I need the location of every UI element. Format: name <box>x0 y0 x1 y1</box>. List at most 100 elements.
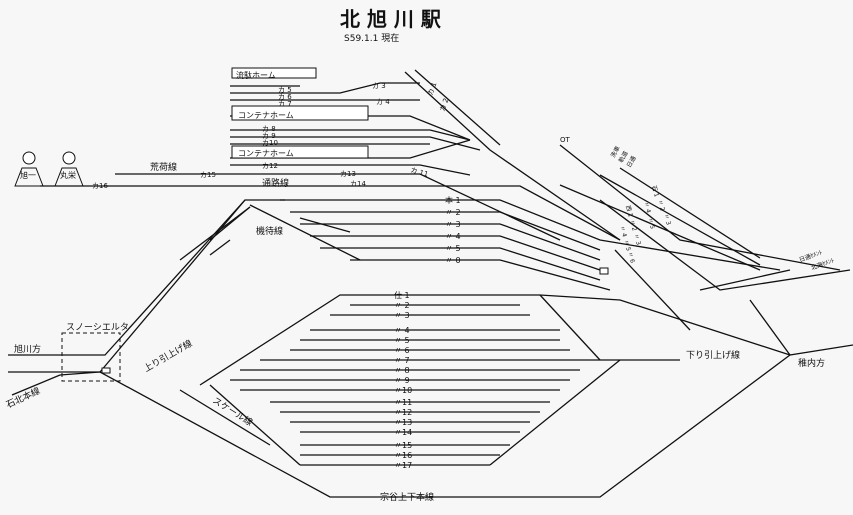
right-yard-track-5 <box>699 269 791 291</box>
kimachi-line-label: 機待線 <box>256 225 283 237</box>
ka4-label: カ 4 <box>376 98 390 106</box>
asahikawa-one-symbol <box>22 151 36 165</box>
shiwake2-label: 〃 2 <box>394 301 410 310</box>
maruyoshi-symbol <box>62 151 76 165</box>
ka12-track <box>230 164 471 176</box>
ka8-track <box>230 136 481 151</box>
container-home-1-label: コンテナホーム <box>238 111 294 120</box>
hon2-label: 〃 2 <box>445 208 461 217</box>
snow-shelter-label: スノーシエルタ <box>66 322 129 333</box>
container-platform-1 <box>231 105 369 121</box>
shiwake10-label: 〃10 <box>394 386 412 395</box>
hon0-label: 〃 0 <box>445 256 461 265</box>
ishi5-label: 〃 5 <box>646 217 656 230</box>
ka12-label: カ12 <box>262 162 278 170</box>
shiwake1-label: 仕 1 <box>394 290 410 300</box>
nobori-hikiage-label: 上り引上げ線 <box>142 337 195 374</box>
ka2-track <box>414 69 501 146</box>
wakkanai-link-track <box>749 299 791 356</box>
nishi6-label: 〃 6 <box>626 251 636 264</box>
nishi2-label: 〃 2 <box>628 219 638 232</box>
sekihoku-link-track <box>59 371 101 376</box>
shiwake-lower-throat <box>209 384 301 466</box>
nishi5-label: 〃 5 <box>622 239 632 252</box>
soya-main-track <box>8 344 853 498</box>
ka9-label: カ 9 <box>262 132 276 140</box>
shiwake17-label: 〃17 <box>394 461 412 470</box>
soya-main-label: 宗谷上下本線 <box>380 491 434 503</box>
ka15-track <box>115 173 561 241</box>
container-platform-2 <box>231 145 369 159</box>
right-yard-track-3 <box>619 167 761 259</box>
ryuhan-platform <box>231 67 317 79</box>
ishi3-label: 〃 3 <box>662 213 672 226</box>
hon4-label: 〃 4 <box>445 232 461 241</box>
shiwake5-label: 〃 5 <box>394 336 410 345</box>
right-yard-track-1 <box>559 184 761 271</box>
ka2-label: カ 2 <box>438 97 450 113</box>
shiwake-upper-right-throat <box>539 294 601 361</box>
hon2-track <box>290 211 601 251</box>
nishi3-label: 〃 3 <box>632 233 642 246</box>
hon3-label: 〃 3 <box>445 220 461 229</box>
yard-hut <box>599 267 609 275</box>
hon1-label: 本 1 <box>445 195 461 205</box>
ka16-label: カ16 <box>92 182 108 190</box>
shiwake4-label: 〃 4 <box>394 326 410 335</box>
ka8-label: カ 8 <box>262 125 276 133</box>
left-wye-track <box>209 206 251 241</box>
ka16-track <box>40 185 621 241</box>
kimachi-stub-track <box>209 239 231 256</box>
maruyoshi-label: 丸栄 <box>60 170 76 180</box>
container-home-2-label: コンテナホーム <box>238 149 294 158</box>
left-diagonal-track <box>99 199 246 373</box>
right-yard-track-4 <box>599 199 851 291</box>
ot-track <box>559 144 841 271</box>
shiwake16-label: 〃16 <box>394 451 412 460</box>
hon3-track <box>300 223 601 261</box>
ishi4-label: 〃 4 <box>642 201 652 214</box>
shiwake-right-throat <box>489 359 621 466</box>
ka15-label: カ15 <box>200 171 216 179</box>
ka5-track <box>230 82 420 94</box>
shiwake6-label: 〃 6 <box>394 346 410 355</box>
main-throat-track <box>249 204 361 261</box>
shiwake9-label: 〃 9 <box>394 376 410 385</box>
wakkanai-direction-label: 稚内方 <box>798 357 825 369</box>
ryuhan-home-label: 流駄ホーム <box>236 70 276 80</box>
ka10-label: カ10 <box>262 139 278 147</box>
outer-upper-left-track <box>8 199 285 356</box>
track-lines <box>8 69 853 498</box>
hon1-track <box>280 199 781 271</box>
arani-line-label: 荒荷線 <box>150 161 177 173</box>
shiwake3-label: 〃 3 <box>394 311 410 320</box>
platforms <box>231 67 369 159</box>
asahikawa-one-mound <box>14 167 44 187</box>
shiwake13-label: 〃13 <box>394 418 412 427</box>
ka14-label: カ14 <box>350 180 366 188</box>
snow-shelter-box <box>61 332 121 382</box>
nishi1-label: 西 1 <box>624 205 634 218</box>
ka9-track <box>230 129 471 141</box>
shiwake8-label: 〃 8 <box>394 366 410 375</box>
snow-shelter-hut <box>101 367 111 374</box>
shiwake15-label: 〃15 <box>394 441 412 450</box>
ka5-label: カ 5 <box>278 86 292 94</box>
crossover-track <box>614 249 691 331</box>
sekihoku-line-label: 石北本線 <box>4 385 42 411</box>
kudari-hikiage-label: 下り引上げ線 <box>686 349 740 361</box>
maruyoshi-mound <box>54 167 84 187</box>
ot-label: OT <box>560 136 571 144</box>
hon5-label: 〃 5 <box>445 244 461 253</box>
ka6-label: カ 6 <box>278 93 292 101</box>
hon0-track <box>350 259 611 291</box>
ishi1-label: 石 1 <box>650 185 660 198</box>
ka1-track <box>404 71 621 241</box>
shiwake12-label: 〃12 <box>394 408 412 417</box>
date-label: S59.1.1 現在 <box>344 32 399 44</box>
ishi2-label: 〃 2 <box>656 199 666 212</box>
tsuro-line-label: 通路線 <box>262 177 289 189</box>
scale-line-label: スケール線 <box>210 394 255 428</box>
